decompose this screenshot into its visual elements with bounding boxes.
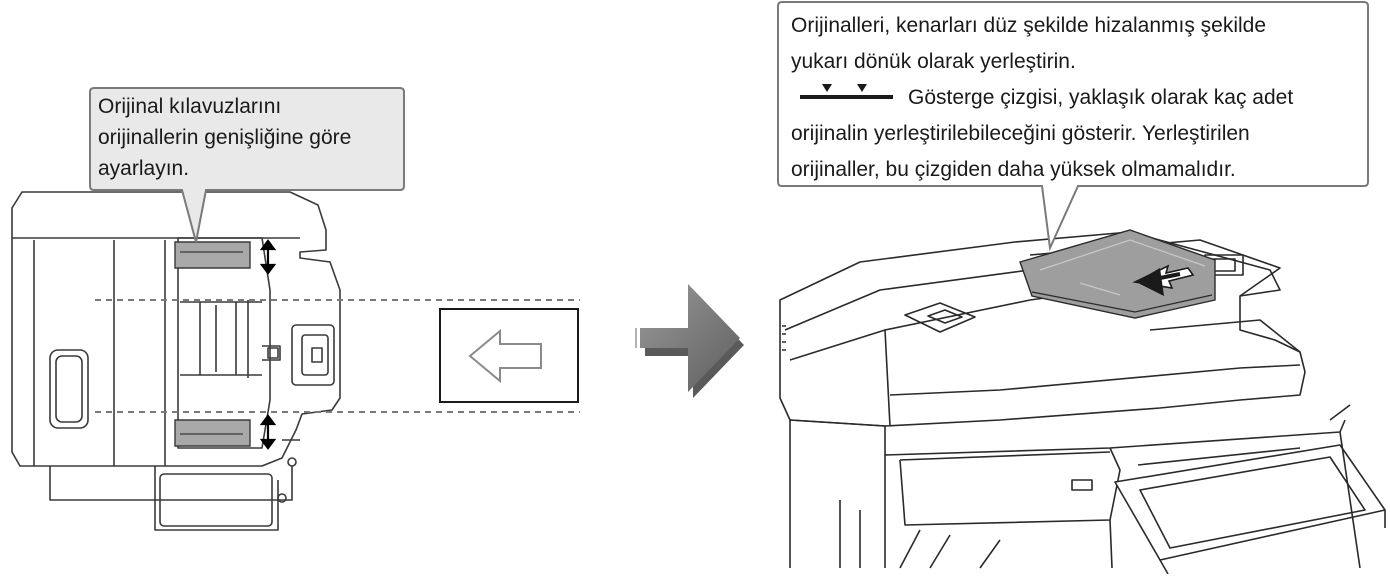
right-callout-line: Orijinalleri, kenarları düz şekilde hiza… (791, 14, 1267, 37)
original-guide-bottom (174, 419, 251, 447)
right-callout-bubble (777, 1, 1369, 252)
adjust-arrow-bottom-icon (259, 414, 277, 450)
feeder-top-view (11, 191, 341, 531)
left-callout-line: Orijinal kılavuzlarını (98, 95, 282, 118)
right-callout-line: Gösterge çizgisi, yaklaşık olarak kaç ad… (908, 86, 1294, 109)
right-callout-line: orijinaller, bu çizgiden daha yüksek olm… (791, 158, 1236, 181)
original-guide-top (174, 241, 251, 269)
left-callout-line: ayarlayın. (98, 157, 190, 180)
right-callout-line: yukarı dönük olarak yerleştirin. (791, 50, 1076, 73)
feed-direction-box (439, 308, 579, 403)
right-callout-text: Orijinalleri, kenarları düz şekilde hiza… (791, 8, 1293, 188)
left-callout-line: orijinallerin genişliğine göre (98, 126, 352, 149)
width-guide-lines (95, 299, 580, 413)
right-callout-line: orijinalin yerleştirilebileceğini göster… (791, 122, 1250, 145)
adjust-arrow-top-icon (259, 239, 277, 275)
right-arrow-icon (635, 284, 744, 398)
original-stack (1019, 229, 1216, 319)
left-arrow-icon (468, 328, 542, 384)
left-callout-bubble (89, 87, 405, 243)
left-callout-text: Orijinal kılavuzlarını orijinallerin gen… (98, 91, 351, 184)
insert-arrow-icon (1132, 264, 1195, 296)
indicator-line-icon (800, 84, 893, 99)
